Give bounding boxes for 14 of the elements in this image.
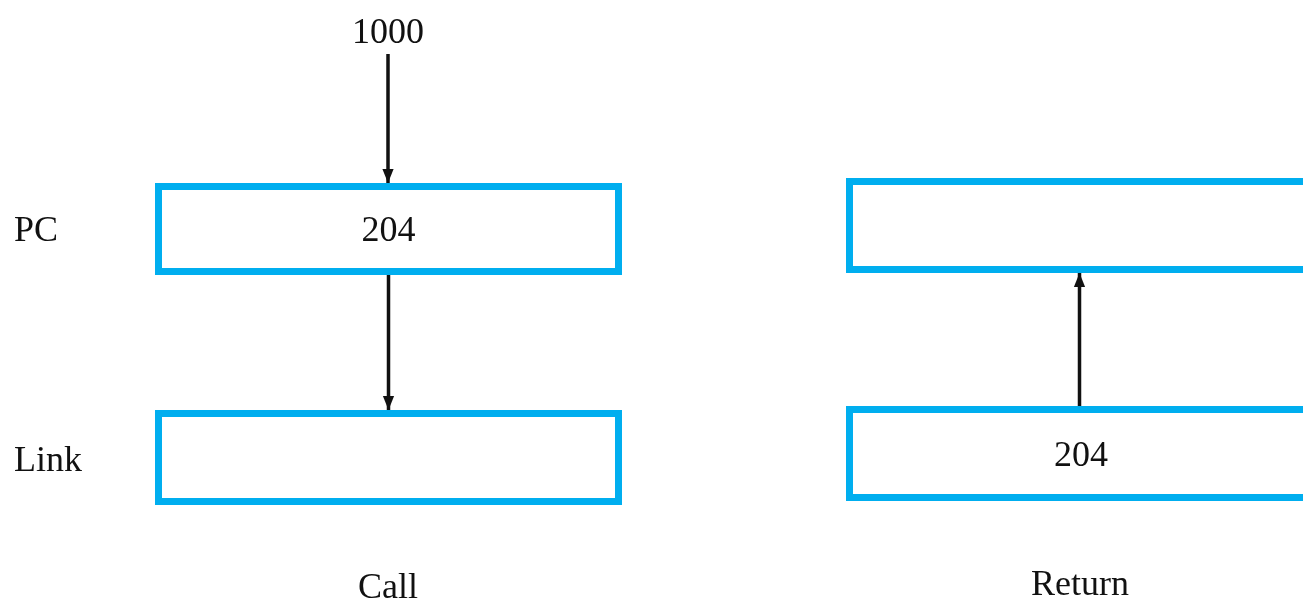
value-text: 1000	[338, 8, 438, 54]
caption-text: Call	[358, 565, 418, 607]
register-value: 204	[1054, 432, 1108, 475]
register-box	[155, 410, 622, 505]
register-value: 204	[361, 208, 416, 250]
register-box	[846, 406, 1303, 501]
register-box	[155, 183, 622, 275]
arrow	[382, 275, 395, 410]
caption-text: Return	[1031, 562, 1129, 604]
arrow	[1073, 273, 1086, 406]
register-label: Link	[14, 438, 82, 480]
register-box	[846, 178, 1303, 273]
arrow	[382, 54, 394, 183]
register-label: PC	[14, 208, 59, 250]
